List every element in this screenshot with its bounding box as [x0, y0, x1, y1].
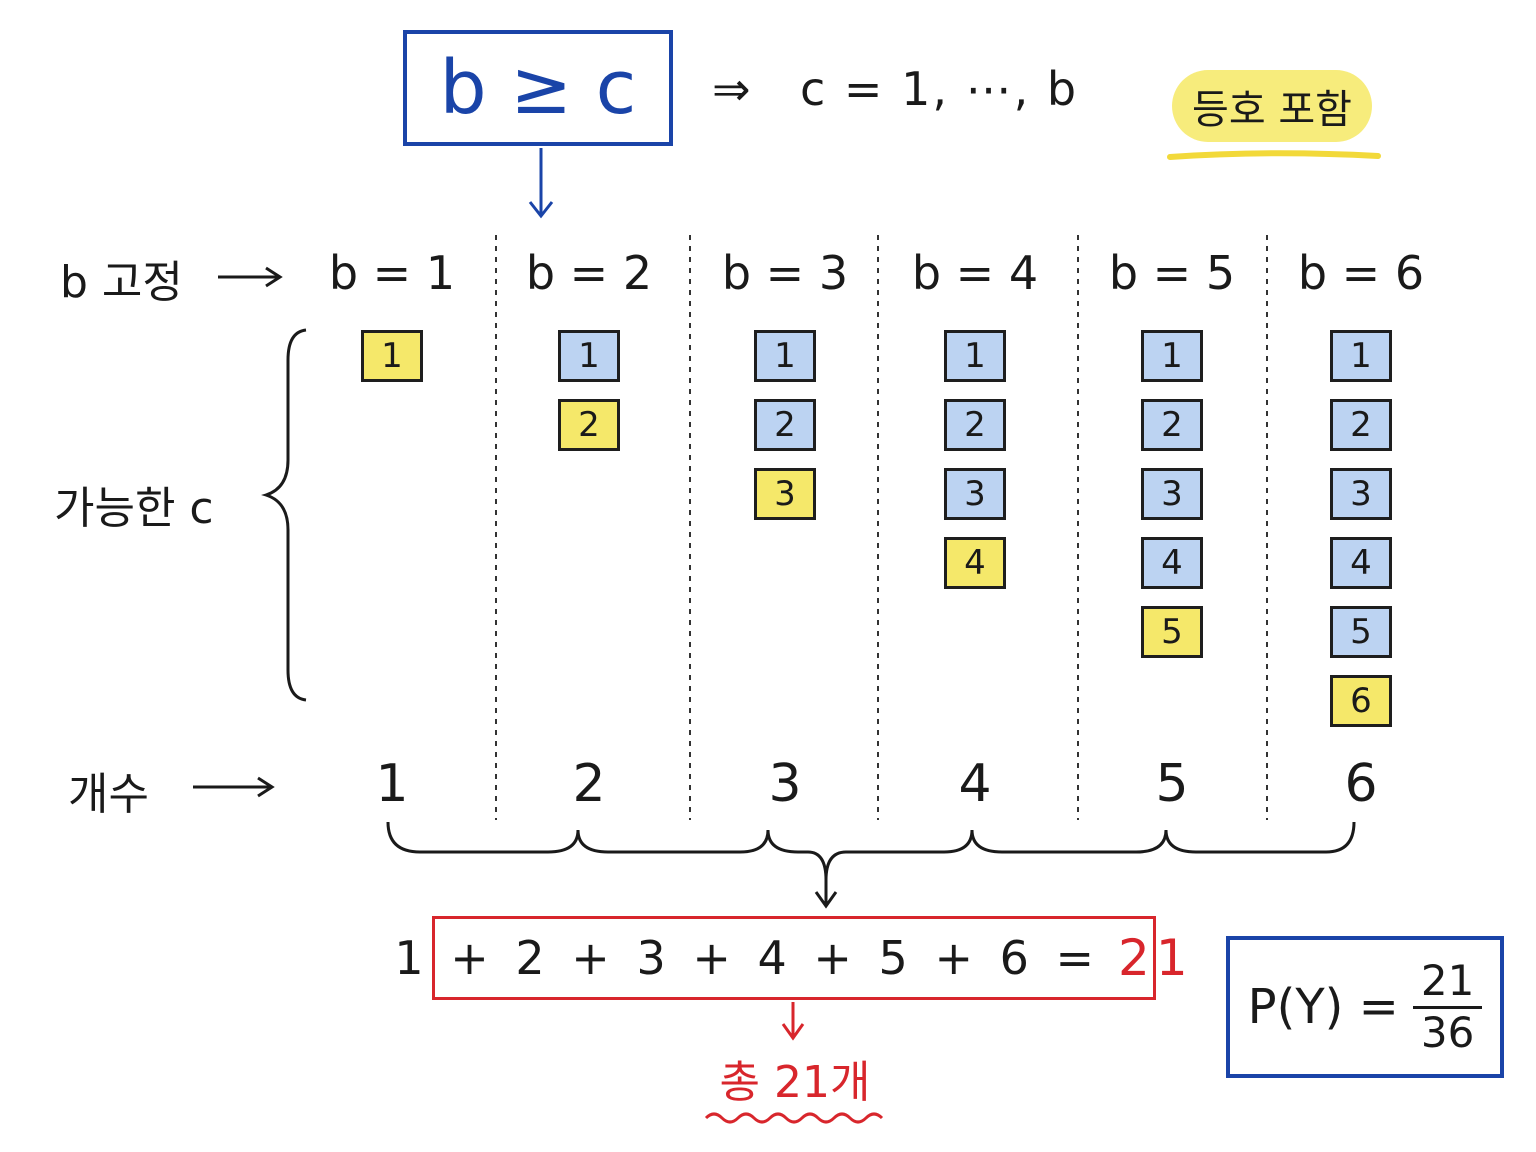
c-box-b4-c1: 1: [944, 330, 1006, 382]
equality-included-badge: 등호 포함: [1172, 70, 1372, 142]
equality-badge-label: 등호 포함: [1192, 87, 1352, 133]
count-b3: 3: [768, 754, 802, 814]
c-box-b4-c4: 4: [944, 537, 1006, 589]
c-box-b6-c6: 6: [1330, 675, 1392, 727]
probability-lhs: P(Y) =: [1247, 979, 1399, 1035]
c-box-b3-c3: 3: [754, 468, 816, 520]
total-count-text: 총 21개: [719, 1057, 871, 1108]
b-fixed-label: b 고정: [60, 257, 183, 308]
column-head-b2: b = 2: [525, 246, 653, 300]
total-wavy-underline: [704, 1112, 884, 1124]
sum-expression: 1 + 2 + 3 + 4 + 5 + 6 =: [394, 931, 1101, 985]
c-range-text: c = 1, ⋯, b: [800, 62, 1079, 116]
possible-c-label: 가능한 c: [54, 483, 214, 534]
c-box-b3-c2: 2: [754, 399, 816, 451]
c-box-b2-c1: 1: [558, 330, 620, 382]
c-box-b6-c2: 2: [1330, 399, 1392, 451]
count-arrow-head: [257, 776, 275, 798]
sum-box: 1 + 2 + 3 + 4 + 5 + 6 = 21: [394, 916, 1188, 1000]
probability-box: P(Y) = 21 36: [1226, 936, 1504, 1078]
column-head-b4: b = 4: [911, 246, 1039, 300]
c-box-b2-c2: 2: [558, 399, 620, 451]
c-box-b6-c3: 3: [1330, 468, 1392, 520]
c-box-b5-c1: 1: [1141, 330, 1203, 382]
column-head-b5: b = 5: [1108, 246, 1236, 300]
fraction-numerator: 21: [1412, 956, 1483, 1009]
badge-underline: [1167, 150, 1381, 160]
c-box-b4-c3: 3: [944, 468, 1006, 520]
count-b1: 1: [375, 754, 409, 814]
sum-arrow-head: [781, 1023, 805, 1041]
count-b2: 2: [572, 754, 606, 814]
count-brace: [386, 821, 1356, 881]
column-separators: [495, 235, 1268, 820]
count-b4: 4: [958, 754, 992, 814]
condition-text: b ≥ c: [439, 45, 637, 131]
possible-c-brace: [261, 328, 307, 702]
c-box-b5-c3: 3: [1141, 468, 1203, 520]
probability-fraction: 21 36: [1412, 956, 1483, 1057]
c-box-b4-c2: 2: [944, 399, 1006, 451]
c-box-b5-c2: 2: [1141, 399, 1203, 451]
c-box-b3-c1: 1: [754, 330, 816, 382]
condition-arrow-head: [528, 201, 554, 219]
c-box-b6-c5: 5: [1330, 606, 1392, 658]
c-box-b5-c4: 4: [1141, 537, 1203, 589]
sum-total: 21: [1118, 929, 1194, 987]
implies-symbol: ⇒: [712, 62, 751, 116]
b-fixed-arrow-head: [265, 266, 283, 288]
condition-box: b ≥ c: [403, 30, 673, 146]
brace-arrow-head: [814, 891, 838, 909]
column-head-b6: b = 6: [1297, 246, 1425, 300]
count-b5: 5: [1155, 754, 1189, 814]
column-head-b3: b = 3: [721, 246, 849, 300]
c-box-b6-c1: 1: [1330, 330, 1392, 382]
c-box-b1-c1: 1: [361, 330, 423, 382]
column-head-b1: b = 1: [328, 246, 456, 300]
c-box-b6-c4: 4: [1330, 537, 1392, 589]
fraction-denominator: 36: [1420, 1007, 1475, 1057]
count-b6: 6: [1344, 754, 1378, 814]
c-box-b5-c5: 5: [1141, 606, 1203, 658]
count-label: 개수: [68, 769, 149, 820]
